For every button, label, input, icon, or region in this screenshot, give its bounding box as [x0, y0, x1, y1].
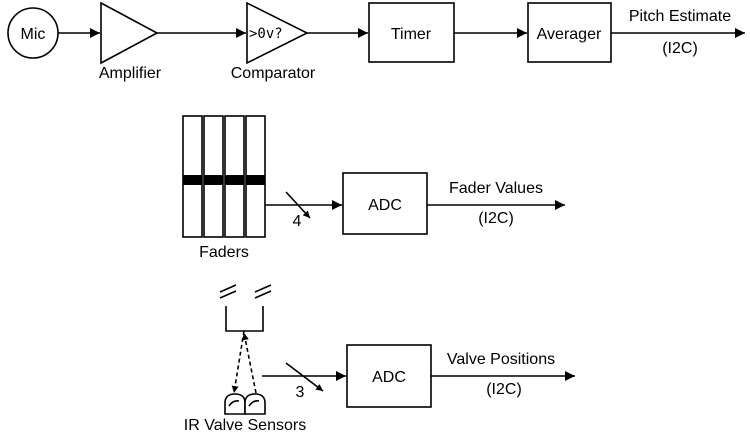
timer-label: Timer — [391, 26, 432, 43]
averager-block: Averager — [527, 2, 612, 63]
ir-sensors-label: IR Valve Sensors — [184, 417, 306, 432]
faders-block: Faders — [182, 115, 266, 261]
fader-bus-width: 4 — [293, 213, 302, 230]
comparator-block: >0v? Comparator — [231, 1, 316, 82]
comparator-label: Comparator — [231, 65, 316, 82]
fader-1-knob — [183, 175, 202, 185]
ir-beam-down — [231, 330, 245, 394]
comparator-triangle — [246, 1, 309, 65]
ir-sensors: IR Valve Sensors — [184, 393, 306, 432]
faders-label: Faders — [199, 244, 249, 261]
amplifier-label: Amplifier — [99, 65, 162, 82]
mic-block: Mic — [7, 7, 59, 59]
fader-output-label: Fader Values — [449, 180, 543, 197]
valve-mark-2b — [254, 290, 272, 299]
adc-faders-label: ADC — [368, 197, 402, 214]
valve-mark-1a — [219, 284, 237, 293]
adc-faders-box — [342, 172, 428, 235]
adc-valves-box — [346, 344, 432, 408]
valve-mark-2a — [254, 284, 272, 293]
fader-2-knob — [204, 175, 223, 185]
valve-bus-width: 3 — [296, 384, 305, 401]
amplifier-triangle — [100, 1, 159, 65]
valve-bus-slash — [285, 362, 324, 392]
fader-bus-slash — [285, 191, 311, 219]
pitch-bus-label: (I2C) — [662, 40, 698, 57]
fader-3-knob — [225, 175, 244, 185]
ir-beam-up — [241, 332, 257, 394]
ir-sensor-2-lens — [248, 400, 260, 407]
ir-sensor-1-lens — [228, 400, 240, 407]
valve-assembly — [219, 284, 272, 332]
valve-mark-1b — [219, 290, 237, 299]
adc-faders-block: ADC — [342, 172, 428, 235]
fader-bus-label: (I2C) — [478, 210, 514, 227]
amplifier-block: Amplifier — [99, 1, 162, 82]
adc-valves-block: ADC — [346, 344, 432, 408]
mic-label: Mic — [21, 26, 46, 43]
averager-label: Averager — [537, 26, 602, 43]
fader-4-knob — [246, 175, 265, 185]
comparator-symbol: >0v? — [249, 26, 283, 42]
adc-valves-label: ADC — [372, 369, 406, 386]
timer-block: Timer — [368, 2, 455, 63]
ir-sensor-2 — [244, 393, 266, 415]
timer-box — [368, 2, 455, 63]
valve-bracket — [225, 306, 264, 332]
valve-output-label: Valve Positions — [447, 351, 555, 368]
ir-sensor-1 — [224, 393, 246, 415]
averager-box — [527, 2, 612, 63]
valve-bus-label: (I2C) — [486, 381, 522, 398]
pitch-output-label: Pitch Estimate — [629, 8, 731, 25]
